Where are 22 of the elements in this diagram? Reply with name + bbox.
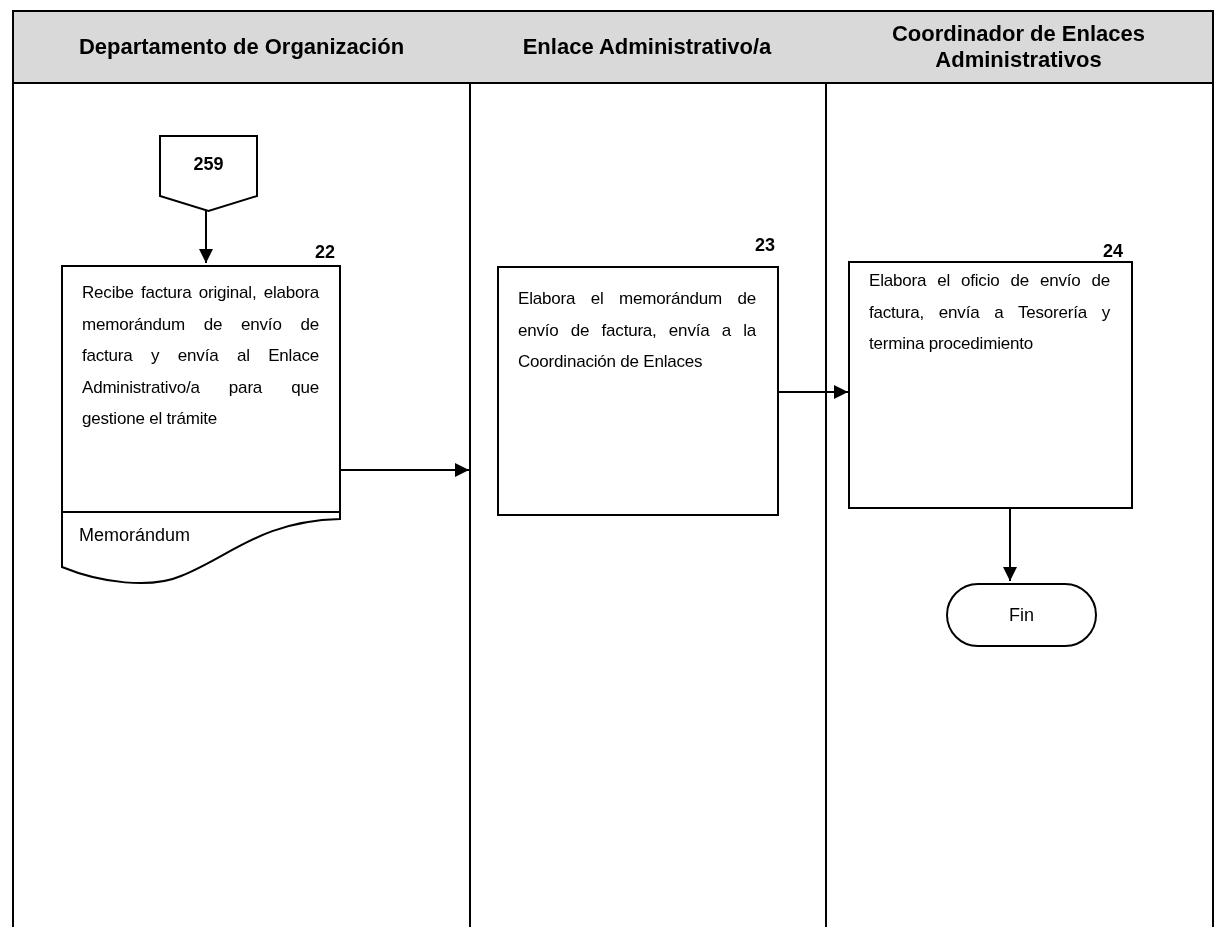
terminal-shape — [946, 583, 1097, 647]
swimlane — [825, 10, 1214, 927]
arrow — [199, 209, 213, 264]
arrow — [1003, 506, 1017, 582]
step-number: 22 — [315, 242, 336, 262]
lane-title: Coordinador de Enlaces Administrativos — [890, 21, 1147, 73]
arrow — [778, 385, 849, 399]
document-shape — [61, 511, 341, 587]
process-text: Elabora el oficio de envío de factura, envía a Tesorería y termina procedimiento — [869, 270, 1110, 355]
swimlane — [469, 10, 827, 927]
lane-title: Enlace Administrativo/a — [522, 34, 772, 60]
terminal-label: Fin — [1008, 604, 1035, 626]
arrow — [338, 463, 470, 477]
process-text: Recibe factura original, elabora memorándum de envío de factura y envía al Enlace Administrativo/a para que gestione el trámite — [82, 282, 319, 430]
step-number: 24 — [1103, 241, 1124, 261]
process-text: Elabora el memorándum de envío de factura, envía a la Coordinación de Enlaces — [518, 288, 756, 373]
lane-title: Departamento de Organización — [78, 34, 405, 60]
off-page-connector — [159, 135, 258, 212]
document-label: Memorándum — [79, 524, 191, 546]
connector-number: 259 — [192, 153, 225, 175]
swimlane — [12, 10, 471, 927]
step-number: 23 — [755, 235, 776, 255]
